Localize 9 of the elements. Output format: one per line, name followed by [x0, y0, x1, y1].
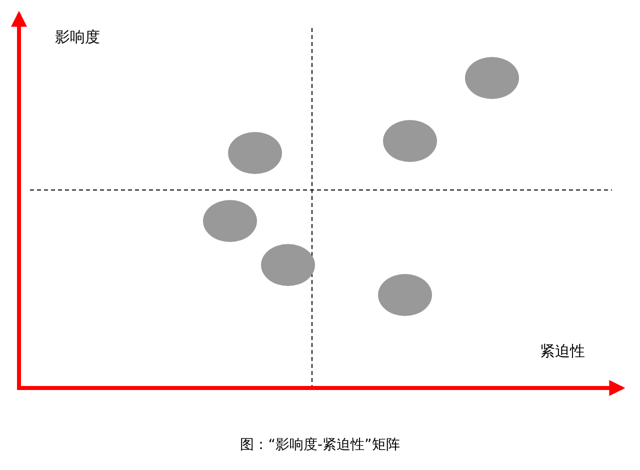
- data-point-ellipse: [383, 120, 437, 162]
- data-point-ellipse: [378, 274, 432, 316]
- data-point-ellipse: [228, 132, 282, 174]
- data-point-ellipse: [261, 244, 315, 286]
- x-axis-label: 紧迫性: [540, 342, 585, 361]
- y-axis-label: 影响度: [55, 28, 100, 47]
- data-point-ellipse: [203, 200, 257, 242]
- figure-caption: 图：“影响度-紧迫性”矩阵: [240, 437, 400, 453]
- data-point-ellipse: [465, 57, 519, 99]
